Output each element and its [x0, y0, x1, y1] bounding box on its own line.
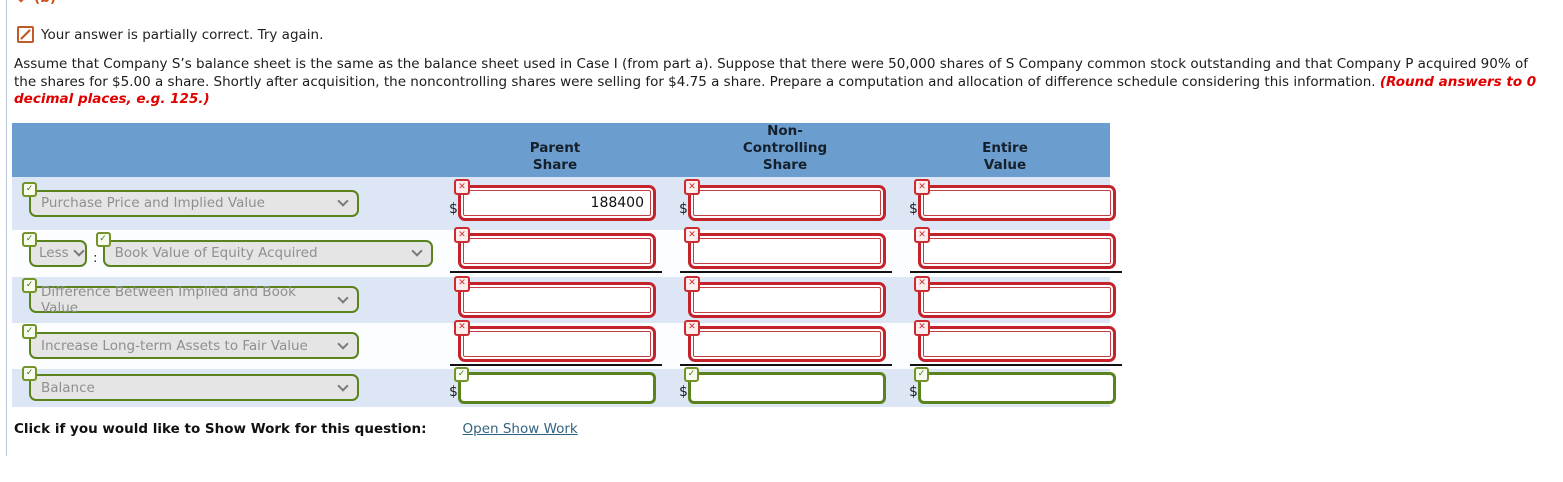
answer-input-noncontrolling[interactable] [693, 286, 881, 313]
answer-field-correct: ✓ $ [909, 366, 1116, 404]
answer-input-parent[interactable] [463, 286, 651, 313]
answer-input-entire[interactable] [923, 238, 1111, 264]
answer-field-error: ✕ [684, 319, 886, 362]
show-work-label: Click if you would like to Show Work for… [14, 420, 427, 437]
error-x-icon: ✕ [684, 179, 700, 195]
header-entire-value: Entire Value [982, 139, 1028, 173]
answer-input-parent[interactable] [463, 375, 651, 400]
answer-field-error: ✕ [454, 319, 656, 362]
answer-field-error: ✕ $ [449, 179, 656, 221]
error-x-icon: ✕ [914, 227, 930, 243]
table-header-row: Parent Share Non- Controlling Share Enti… [12, 122, 1110, 177]
answer-field-error: ✕ [454, 275, 656, 318]
answer-input-noncontrolling[interactable] [693, 330, 881, 357]
error-x-icon: ✕ [454, 319, 470, 336]
dollar-sign: $ [679, 201, 688, 217]
table-row: ✓ Increase Long-term Assets to Fair Valu… [12, 319, 1122, 369]
answer-field-correct: ✓ $ [679, 366, 886, 404]
answer-field-error: ✕ [914, 319, 1116, 362]
chevron-down-icon [337, 337, 349, 350]
table-row: ✓ Balance ✓ $ ✓ $ [12, 366, 1116, 407]
computation-allocation-table: Parent Share Non- Controlling Share Enti… [12, 122, 1122, 407]
partially-correct-pencil-icon [17, 26, 34, 43]
chevron-down-icon [410, 245, 423, 257]
feedback-text: Your answer is partially correct. Try ag… [41, 26, 324, 43]
answer-input-parent[interactable] [463, 190, 651, 216]
dollar-sign: $ [679, 383, 688, 400]
correct-check-icon: ✓ [684, 366, 699, 382]
answer-field-error: ✕ [454, 227, 656, 269]
error-x-icon: ✕ [914, 275, 930, 292]
open-show-work-link[interactable]: Open Show Work [462, 420, 578, 437]
account-dropdown-value: Balance [41, 379, 95, 396]
account-dropdown[interactable]: Book Value of Equity Acquired [102, 239, 433, 267]
answer-input-entire[interactable] [923, 286, 1111, 313]
correct-check-icon: ✓ [454, 366, 469, 382]
correct-check-icon: ✓ [22, 324, 37, 339]
answer-field-error: ✕ [684, 227, 886, 269]
rounding-note: (Round answers to 0 decimal places, e.g.… [14, 73, 1537, 108]
correct-check-icon: ✓ [22, 181, 37, 197]
table-row: ✓ Less : ✓ Book Value of Equity Acquired… [12, 227, 1122, 277]
answer-input-entire[interactable] [923, 190, 1111, 216]
answer-field-error: ✕ [914, 275, 1116, 318]
account-dropdown-value: Difference Between Implied and Book Valu… [41, 283, 296, 316]
table-row: ✓ Difference Between Implied and Book Va… [12, 275, 1116, 323]
correct-check-icon: ✓ [914, 366, 929, 382]
answer-input-entire[interactable] [923, 375, 1111, 400]
feedback-banner: Your answer is partially correct. Try ag… [17, 26, 1563, 43]
panel-left-border [6, 0, 7, 456]
answer-field-error: ✕ [684, 275, 886, 318]
correct-check-icon: ✓ [95, 231, 111, 247]
section-label: (b) [34, 0, 56, 6]
error-x-icon: ✕ [684, 227, 700, 243]
less-dropdown[interactable]: Less [29, 239, 87, 267]
section-header: ◆ (b) [16, 0, 1563, 10]
account-dropdown[interactable]: Balance [29, 374, 359, 401]
dollar-sign: $ [909, 383, 918, 400]
header-noncontrolling-share: Non- Controlling Share [742, 122, 828, 173]
chevron-down-icon [337, 291, 349, 304]
answer-field-error: ✕ $ [679, 179, 886, 221]
correct-check-icon: ✓ [22, 231, 37, 247]
correct-check-icon: ✓ [22, 366, 37, 381]
less-separator: : [93, 250, 98, 266]
answer-input-entire[interactable] [923, 330, 1111, 357]
error-x-icon: ✕ [684, 275, 700, 292]
account-dropdown-value: Book Value of Equity Acquired [114, 245, 318, 261]
account-dropdown-value: Purchase Price and Implied Value [41, 195, 265, 211]
show-work-bar: Click if you would like to Show Work for… [14, 421, 1563, 437]
chevron-down-icon [337, 195, 349, 207]
chevron-down-icon [73, 245, 85, 257]
answer-field-correct: ✓ $ [449, 366, 656, 404]
chevron-down-icon [337, 379, 349, 392]
error-x-icon: ✕ [684, 319, 700, 336]
answer-field-error: ✕ $ [909, 179, 1116, 221]
error-x-icon: ✕ [914, 179, 930, 195]
less-dropdown-value: Less [39, 245, 69, 261]
question-text: Assume that Company S’s balance sheet is… [14, 56, 1554, 109]
error-x-icon: ✕ [454, 179, 470, 195]
answer-input-noncontrolling[interactable] [693, 238, 881, 264]
answer-input-parent[interactable] [463, 238, 651, 264]
dollar-sign: $ [449, 201, 458, 217]
error-x-icon: ✕ [454, 275, 470, 292]
answer-field-error: ✕ [914, 227, 1116, 269]
dollar-sign: $ [449, 383, 458, 400]
diamond-icon: ◆ [16, 0, 26, 6]
account-dropdown[interactable]: Purchase Price and Implied Value [29, 189, 359, 217]
account-dropdown-value: Increase Long-term Assets to Fair Value [41, 337, 308, 354]
answer-input-parent[interactable] [463, 330, 651, 357]
error-x-icon: ✕ [914, 319, 930, 336]
error-x-icon: ✕ [454, 227, 470, 243]
correct-check-icon: ✓ [22, 278, 37, 293]
account-dropdown[interactable]: Increase Long-term Assets to Fair Value [29, 332, 359, 359]
question-body: Assume that Company S’s balance sheet is… [14, 56, 1528, 90]
answer-input-noncontrolling[interactable] [693, 375, 881, 400]
account-dropdown[interactable]: Difference Between Implied and Book Valu… [29, 283, 359, 316]
header-parent-share: Parent Share [529, 139, 581, 173]
answer-input-noncontrolling[interactable] [693, 190, 881, 216]
dollar-sign: $ [909, 201, 918, 217]
table-row: ✓ Purchase Price and Implied Value ✕ $ ✕ [12, 176, 1116, 230]
